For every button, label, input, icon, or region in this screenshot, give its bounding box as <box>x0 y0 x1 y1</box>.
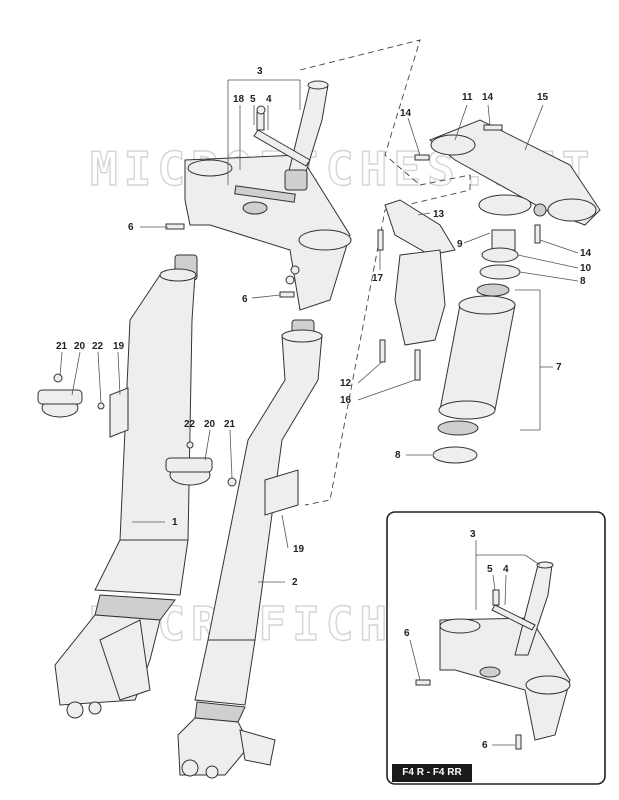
variant-label: F4 R - F4 RR <box>392 764 472 782</box>
callout-12: 12 <box>340 378 352 389</box>
callout-22-right: 22 <box>184 419 196 430</box>
callout-9: 9 <box>457 239 463 250</box>
bearing-cap-9 <box>491 229 516 251</box>
callout-8-bottom: 8 <box>395 450 401 461</box>
callout-8-top: 8 <box>580 276 586 287</box>
inset-callout-6-top: 6 <box>404 628 410 639</box>
fork-clamp-right <box>165 441 237 487</box>
callout-21-left: 21 <box>56 341 68 352</box>
variant-inset: 3 5 4 6 6 <box>386 511 606 785</box>
steering-tube-7 <box>438 295 516 420</box>
inset-callout-4: 4 <box>503 564 509 575</box>
bearing-top <box>476 283 510 297</box>
callout-4: 4 <box>266 94 272 105</box>
callout-11: 11 <box>462 92 473 103</box>
callout-13: 13 <box>433 209 445 220</box>
callout-3: 3 <box>257 66 263 77</box>
dust-cover-9 <box>478 194 532 216</box>
callout-14-top: 14 <box>482 92 494 103</box>
lower-triple-clamp <box>414 119 601 244</box>
leader-lines <box>59 79 579 583</box>
callout-18: 18 <box>233 94 245 105</box>
callout-10: 10 <box>580 263 592 274</box>
callout-19-left: 19 <box>113 341 125 352</box>
callout-22-left: 22 <box>92 341 104 352</box>
callout-19-right: 19 <box>293 544 305 555</box>
inset-callout-3: 3 <box>470 529 476 540</box>
bearing-bottom <box>437 420 479 436</box>
bracket-13 <box>377 199 456 256</box>
callout-20-left: 20 <box>74 341 86 352</box>
callout-15: 15 <box>537 92 549 103</box>
inset-callout-6-bottom: 6 <box>482 740 488 751</box>
steering-stem-assembly <box>253 80 329 191</box>
callout-labels: 3 18 5 4 6 6 11 14 15 14 13 9 17 14 10 8… <box>56 66 592 588</box>
ring-8-top <box>479 264 521 280</box>
steering-damper-assembly <box>379 249 446 381</box>
exploded-view-boundary <box>299 39 471 506</box>
bolt-6-top <box>165 223 185 230</box>
inset-callout-5: 5 <box>487 564 493 575</box>
callout-1: 1 <box>172 517 178 528</box>
fork-sleeve-left <box>109 387 129 438</box>
ring-8-bottom <box>432 446 478 464</box>
callout-7: 7 <box>556 362 562 373</box>
bolt-6-bottom <box>279 291 295 298</box>
upper-triple-clamp <box>184 154 352 311</box>
fork-clamp-left <box>37 373 105 418</box>
callout-6-top: 6 <box>128 222 134 233</box>
callout-2: 2 <box>292 577 298 588</box>
callout-14-left: 14 <box>400 108 412 119</box>
callout-17: 17 <box>372 273 384 284</box>
fork-sleeve-right <box>264 469 299 516</box>
seal-10 <box>481 247 519 263</box>
callout-5: 5 <box>250 94 256 105</box>
callout-6-lower: 6 <box>242 294 248 305</box>
callout-14-right: 14 <box>580 248 592 259</box>
callout-21-right: 21 <box>224 419 236 430</box>
callout-20-right: 20 <box>204 419 216 430</box>
callout-16: 16 <box>340 395 352 406</box>
